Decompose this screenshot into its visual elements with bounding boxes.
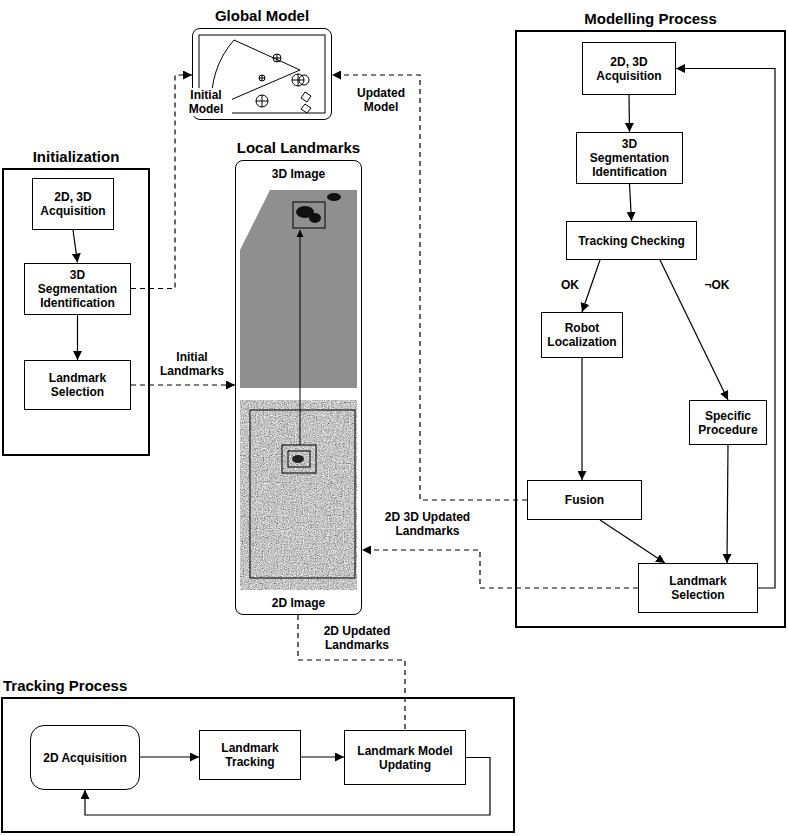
landmark-window [293, 202, 325, 228]
box-label: 2D, 3D Acquisition [587, 55, 671, 83]
range-blob [309, 213, 321, 223]
box-label: Landmark Selection [643, 574, 753, 602]
process-box: Landmark Model Updating [344, 730, 466, 785]
landmark-window [282, 445, 316, 473]
process-box: 2D, 3D Acquisition [32, 178, 114, 230]
box-label: 3D Segmentation Identification [581, 137, 678, 179]
box-label: Fusion [565, 493, 604, 507]
connector [77, 315, 78, 361]
connector [630, 184, 632, 221]
group-heading: Global Model [193, 7, 331, 25]
intensity-image [240, 230, 357, 590]
range-image [240, 190, 357, 388]
process-group: Modelling Process2D, 3D Acquisition3D Se… [515, 30, 786, 628]
box-label: 2D, 3D Acquisition [37, 190, 109, 218]
process-box: Landmark Tracking [199, 730, 301, 780]
edge-label: Initial Model [180, 88, 232, 116]
connector [73, 230, 78, 263]
group-heading: Modelling Process [517, 10, 784, 28]
process-box: 3D Segmentation Identification [576, 132, 683, 184]
box-label: Landmark Model Updating [349, 744, 461, 772]
process-box: Landmark Selection [638, 563, 758, 613]
range-blob [327, 193, 341, 201]
image-caption: 2D Image [236, 596, 361, 610]
connector [362, 550, 638, 588]
process-box: Fusion [527, 480, 642, 520]
group-heading: Initialization [4, 148, 148, 166]
box-label: Tracking Checking [578, 234, 685, 248]
connector [727, 445, 728, 563]
box-label: Robot Localization [546, 321, 618, 349]
box-label: Specific Procedure [694, 409, 762, 437]
landmark-window [288, 451, 310, 467]
connector [628, 95, 630, 132]
box-label: 3D Segmentation Identification [29, 268, 126, 310]
process-group: Initialization2D, 3D Acquisition3D Segme… [2, 168, 150, 456]
connector [582, 260, 600, 312]
edge-label: OK [558, 278, 582, 292]
process-box: 2D, 3D Acquisition [582, 42, 676, 95]
edge-label: Initial Landmarks [152, 350, 232, 378]
group-heading: Local Landmarks [236, 139, 361, 157]
box-label: Landmark Selection [29, 371, 126, 399]
connector [581, 358, 582, 480]
edge-label: 2D Updated Landmarks [312, 624, 402, 652]
connector [301, 756, 344, 757]
landmark-blob [292, 455, 304, 463]
process-box: Specific Procedure [689, 400, 767, 445]
landmark-circles [256, 54, 311, 113]
connector [676, 69, 775, 589]
process-box: Tracking Checking [566, 221, 697, 260]
box-label: Landmark Tracking [204, 741, 296, 769]
edge-label: 2D 3D Updated Landmarks [380, 510, 475, 538]
connector [600, 520, 665, 563]
image-panel: Local Landmarks3D Image2D Image [235, 160, 362, 615]
start-box: 2D Acquisition [30, 725, 140, 790]
connector [298, 615, 405, 730]
range-surface [240, 190, 357, 388]
search-window [250, 410, 355, 578]
intensity-texture [240, 400, 357, 590]
process-box: 3D Segmentation Identification [24, 263, 131, 315]
box-label: 2D Acquisition [43, 751, 127, 765]
process-box: Robot Localization [541, 312, 623, 358]
image-caption: 3D Image [236, 167, 361, 181]
process-box: Landmark Selection [24, 360, 131, 410]
edge-label: Updated Model [350, 86, 412, 114]
connector [140, 756, 199, 757]
process-group: Tracking Process2D AcquisitionLandmark T… [1, 697, 515, 833]
correspondence-arrow [300, 230, 301, 445]
connector [131, 384, 235, 385]
group-heading: Tracking Process [3, 677, 513, 695]
edge-label: ¬OK [700, 278, 734, 292]
